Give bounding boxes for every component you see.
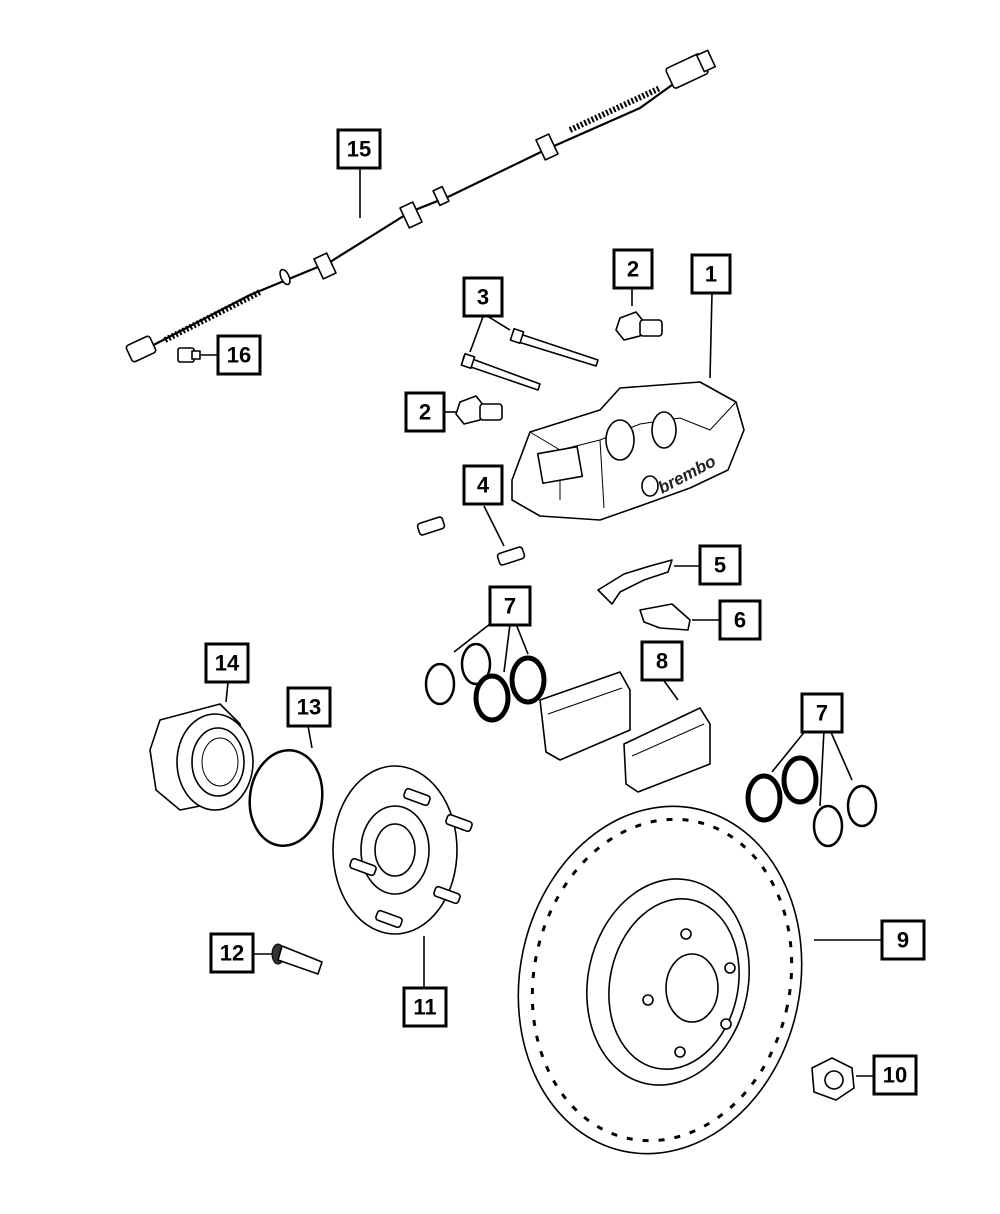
svg-text:14: 14 <box>215 651 240 676</box>
lug-nut <box>811 1057 855 1101</box>
callout-4: 4 <box>462 464 504 506</box>
callout-6: 6 <box>718 599 762 641</box>
svg-text:7: 7 <box>504 594 516 619</box>
svg-text:4: 4 <box>477 473 490 498</box>
guide-pins <box>460 327 599 391</box>
callout-7-right: 7 <box>800 692 844 734</box>
svg-text:3: 3 <box>477 285 489 310</box>
callout-5: 5 <box>698 544 742 586</box>
svg-text:11: 11 <box>413 995 436 1020</box>
wheel-speed-sensor-cable <box>125 49 717 363</box>
svg-text:2: 2 <box>419 400 431 425</box>
wheel-bearing <box>149 703 254 811</box>
svg-text:9: 9 <box>897 928 909 953</box>
svg-text:10: 10 <box>883 1063 907 1088</box>
callout-9: 9 <box>880 919 926 961</box>
svg-text:6: 6 <box>734 608 746 633</box>
svg-text:16: 16 <box>227 343 251 368</box>
callout-3: 3 <box>462 276 504 318</box>
callout-14: 14 <box>204 642 250 684</box>
snap-ring <box>248 748 324 848</box>
anti-rattle-spring <box>597 559 673 605</box>
svg-text:8: 8 <box>656 649 668 674</box>
brake-rotor <box>517 805 803 1155</box>
callout-7-left: 7 <box>488 585 532 627</box>
brake-caliper: brembo <box>511 381 745 521</box>
svg-text:12: 12 <box>220 941 244 966</box>
hub <box>332 765 473 935</box>
piston-seals-left <box>424 642 547 723</box>
svg-text:13: 13 <box>297 695 321 720</box>
callout-8: 8 <box>640 640 684 682</box>
callout-15: 15 <box>336 128 382 170</box>
callout-13: 13 <box>286 686 332 728</box>
callout-11: 11 <box>402 986 448 1028</box>
pad-clip <box>639 603 691 631</box>
svg-text:7: 7 <box>816 701 828 726</box>
brake-pads <box>539 671 711 793</box>
piston-seals-right <box>745 755 878 848</box>
sensor-screw <box>177 347 201 363</box>
svg-text:15: 15 <box>347 137 371 162</box>
callout-16: 16 <box>216 334 262 376</box>
callout-12: 12 <box>209 932 255 974</box>
bleeder-screws <box>416 516 526 566</box>
callout-2-lower: 2 <box>404 391 446 433</box>
svg-text:1: 1 <box>705 262 717 287</box>
callout-1: 1 <box>690 253 732 295</box>
wheel-stud <box>271 943 323 975</box>
svg-text:5: 5 <box>714 553 726 578</box>
callout-10: 10 <box>872 1054 918 1096</box>
caliper-bolt-lower <box>455 395 503 425</box>
leader-lines <box>201 168 882 1077</box>
svg-text:2: 2 <box>627 257 639 282</box>
callout-2-upper: 2 <box>612 248 654 290</box>
caliper-bolt-upper <box>615 311 663 341</box>
